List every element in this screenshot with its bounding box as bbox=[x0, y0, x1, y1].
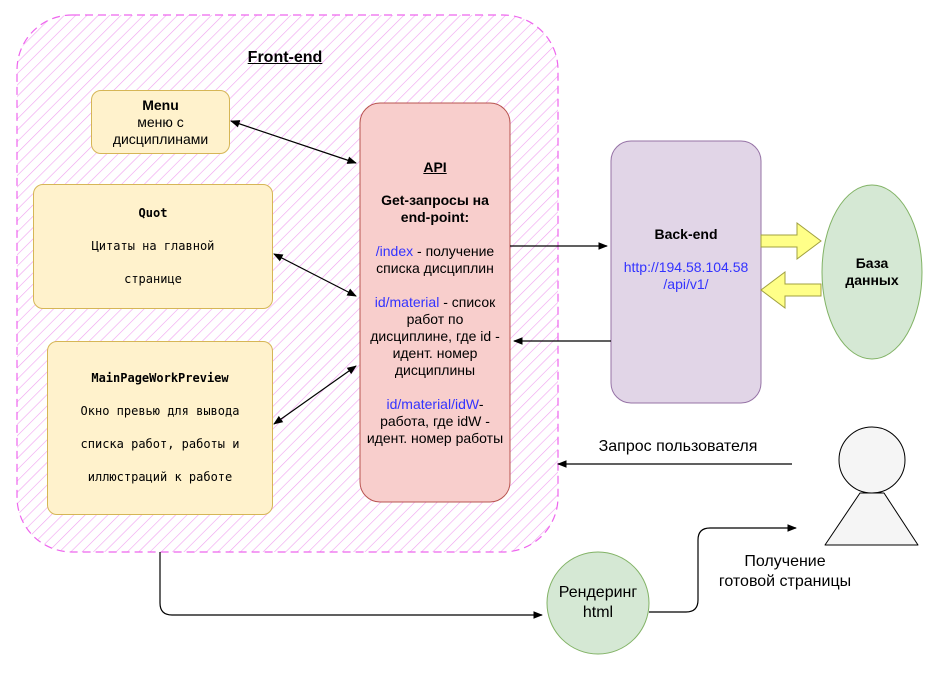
api-box: API Get-запросы на end-point: /index - п… bbox=[360, 103, 510, 502]
menu-box: Menu меню с дисциплинами bbox=[91, 90, 230, 154]
endpoint-material: id/material - список bbox=[374, 293, 496, 310]
endpoint-material-desc-4: дисциплины bbox=[394, 361, 476, 378]
result-label-line2: готовой страницы bbox=[718, 573, 852, 590]
preview-api-arrow bbox=[273, 365, 357, 425]
render-node: Рендеринг html bbox=[547, 552, 649, 654]
endpoint-work-desc-2: идент. номер работы bbox=[366, 429, 504, 446]
preview-line1: Окно превью для вывода bbox=[80, 404, 240, 418]
api-heading-line2: end-point: bbox=[400, 208, 470, 225]
frontend-title: Front-end bbox=[247, 49, 323, 66]
backend-url-line1: http://194.58.104.58 bbox=[623, 258, 749, 275]
menu-api-arrow bbox=[230, 120, 357, 164]
database-ellipse bbox=[821, 184, 923, 360]
preview-line3: иллюстраций к работе bbox=[87, 470, 233, 484]
api-box-shape bbox=[359, 102, 511, 503]
result-label: Получение готовой страницы bbox=[700, 552, 870, 592]
user-icon bbox=[824, 426, 919, 546]
endpoint-work: id/material/idW- bbox=[386, 395, 484, 412]
endpoint-work-desc-1: работа, где idW - bbox=[380, 412, 490, 429]
endpoint-index-path: /index bbox=[375, 242, 414, 259]
quot-title: Quot bbox=[138, 206, 168, 220]
api-heading-line1: Get-запросы на bbox=[381, 191, 489, 208]
endpoint-material-desc-3: идент. номер bbox=[392, 344, 478, 361]
endpoint-work-path: id/material/idW bbox=[386, 395, 479, 412]
db-arrow-right bbox=[760, 222, 822, 260]
preview-title: MainPageWorkPreview bbox=[91, 371, 229, 385]
menu-text: меню с дисциплинами bbox=[112, 113, 209, 147]
frontend-to-render-arrow bbox=[159, 552, 543, 619]
api-title: API bbox=[423, 158, 447, 175]
db-arrow-left bbox=[760, 271, 822, 309]
backend-box-shape bbox=[610, 140, 762, 404]
user-request-label: Запрос пользователя bbox=[598, 438, 758, 455]
render-to-user-arrow bbox=[649, 524, 797, 613]
quot-api-arrow bbox=[273, 253, 357, 297]
endpoint-material-desc-1: работ по bbox=[406, 310, 464, 327]
render-label-line1: Рендеринг bbox=[558, 584, 638, 601]
result-label-line1: Получение bbox=[744, 553, 826, 570]
backend-title: Back-end bbox=[654, 225, 718, 242]
preview-box: MainPageWorkPreview Окно превью для выво… bbox=[47, 341, 273, 515]
endpoint-index: /index - получение bbox=[375, 242, 495, 259]
endpoint-material-path: id/material bbox=[374, 293, 440, 310]
render-label-line2: html bbox=[582, 604, 614, 621]
quot-line2: странице bbox=[124, 272, 182, 286]
database-label-line2: данных bbox=[845, 272, 899, 288]
menu-title: Menu bbox=[142, 96, 179, 113]
backend-box: Back-end http://194.58.104.58 /api/v1/ bbox=[611, 141, 761, 403]
endpoint-index-desc: списка дисциплин bbox=[376, 259, 494, 276]
quot-line1: Цитаты на главной bbox=[91, 239, 215, 253]
quot-box: Quot Цитаты на главной странице bbox=[33, 184, 273, 309]
endpoint-material-desc-2: дисциплине, где id - bbox=[370, 327, 500, 344]
render-circle bbox=[546, 551, 650, 655]
preview-line2: списка работ, работы и bbox=[80, 437, 240, 451]
database-label-line1: База bbox=[855, 255, 889, 271]
backend-url-line2: /api/v1/ bbox=[663, 275, 709, 292]
database-box: База данных bbox=[822, 185, 922, 359]
